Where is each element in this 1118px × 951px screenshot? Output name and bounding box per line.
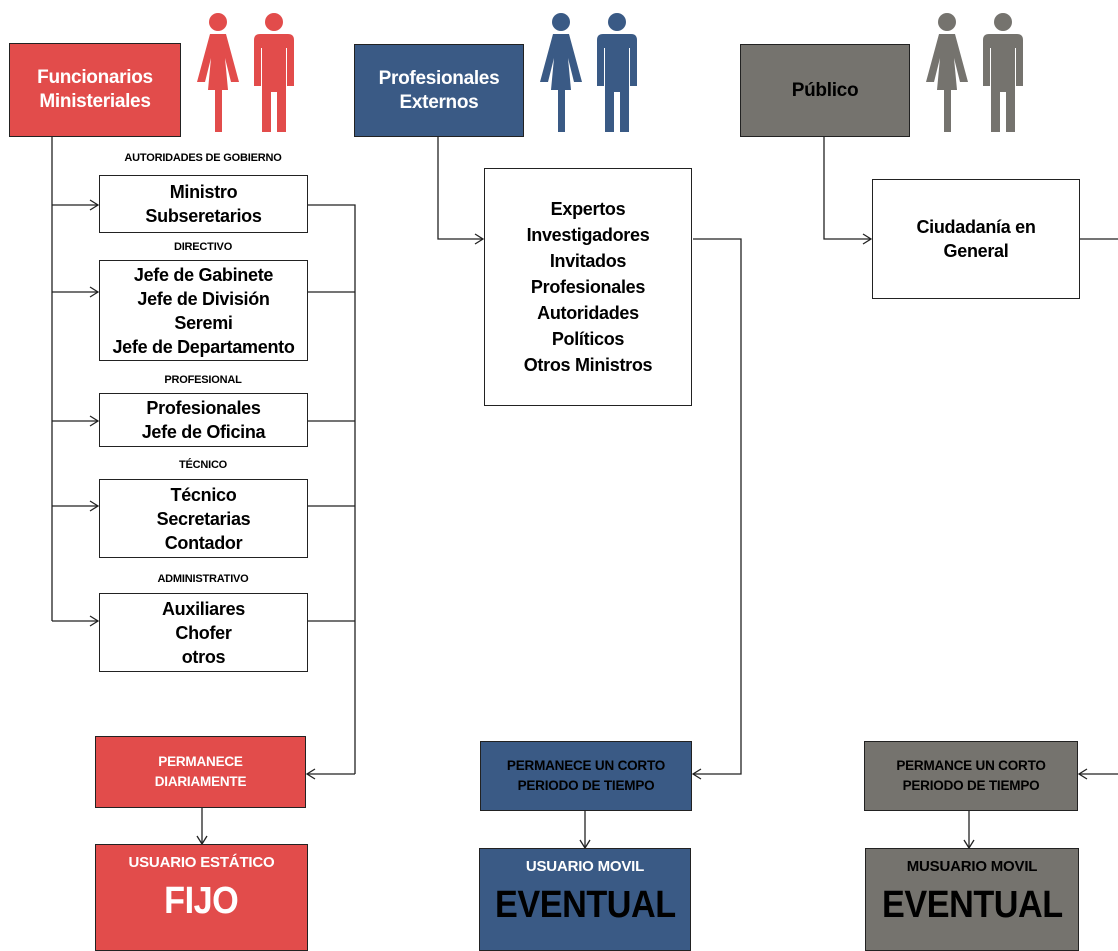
header-profesionales-externos: Profesionales Externos: [354, 44, 524, 137]
user-type-label: MUSUARIO MOVIL: [906, 858, 1038, 875]
header-line-2: Externos: [399, 91, 479, 113]
people-icon-blue: [540, 13, 637, 132]
role-item: Jefe de División: [137, 288, 270, 309]
header-funcionarios-ministeriales: Funcionarios Ministeriales: [9, 43, 181, 137]
role-box-publico: Ciudadanía en General: [872, 179, 1080, 299]
role-item: General: [943, 241, 1009, 261]
role-item: Jefe de Departamento: [112, 336, 295, 357]
user-box-funcionarios: USUARIO ESTÁTICO FIJO: [95, 844, 308, 951]
role-item: Ciudadanía en: [916, 217, 1036, 237]
role-box-externos: Expertos Investigadores Invitados Profes…: [484, 168, 692, 406]
role-item: Políticos: [551, 329, 625, 349]
role-item: Profesionales: [146, 398, 261, 418]
category-label-autoridades: AUTORIDADES DE GOBIERNO: [124, 152, 282, 164]
role-item: Autoridades: [537, 303, 639, 323]
role-item: Expertos: [550, 199, 626, 219]
header-line-1: Funcionarios: [37, 67, 153, 88]
role-box-profesional: Profesionales Jefe de Oficina: [99, 393, 308, 447]
user-class-label: EVENTUAL: [881, 884, 1063, 926]
header-publico: Público: [740, 44, 910, 137]
stay-box-publico: PERMANCE UN CORTO PERIODO DE TIEMPO: [864, 741, 1078, 811]
stay-box-externos: PERMANECE UN CORTO PERIODO DE TIEMPO: [480, 741, 692, 811]
stay-box-funcionarios: PERMANECE DIARIAMENTE: [95, 736, 306, 808]
category-label-profesional: PROFESIONAL: [164, 374, 242, 386]
stay-line-1: PERMANECE: [158, 754, 243, 769]
category-label-administrativo: ADMINISTRATIVO: [157, 573, 249, 585]
role-item: Jefe de Oficina: [141, 422, 266, 442]
role-item: Jefe de Gabinete: [133, 264, 274, 285]
role-item: Técnico: [170, 484, 237, 505]
role-item: Auxiliares: [161, 598, 246, 619]
role-box-autoridades: Ministro Subseretarios: [99, 175, 308, 233]
user-type-label: USUARIO MOVIL: [525, 858, 645, 875]
role-box-tecnico: Técnico Secretarias Contador: [99, 479, 308, 558]
role-item: Otros Ministros: [523, 355, 653, 375]
role-item: Subseretarios: [145, 206, 262, 226]
stay-line-2: DIARIAMENTE: [154, 774, 247, 789]
header-line-1: Público: [791, 79, 859, 101]
role-item: Investigadores: [526, 225, 650, 245]
stay-line-1: PERMANECE UN CORTO: [506, 758, 666, 773]
stay-line-2: PERIODO DE TIEMPO: [902, 778, 1040, 793]
people-icon-gray: [926, 13, 1023, 132]
user-box-publico: MUSUARIO MOVIL EVENTUAL: [865, 848, 1079, 951]
role-item: Profesionales: [530, 277, 646, 297]
role-item: Contador: [164, 532, 243, 553]
user-class-label: FIJO: [164, 880, 239, 922]
role-item: Secretarias: [156, 508, 251, 529]
role-item: Seremi: [174, 312, 233, 333]
category-label-directivo: DIRECTIVO: [173, 241, 233, 253]
role-item: Invitados: [549, 251, 627, 271]
role-item: Chofer: [175, 622, 232, 643]
category-label-tecnico: TÉCNICO: [178, 459, 228, 471]
header-line-2: Ministeriales: [39, 91, 151, 112]
people-icon-red: [197, 13, 294, 132]
user-class-label: EVENTUAL: [494, 884, 676, 926]
stay-line-1: PERMANCE UN CORTO: [896, 758, 1046, 773]
role-box-administrativo: Auxiliares Chofer otros: [99, 593, 308, 672]
role-item: Ministro: [169, 182, 238, 202]
role-box-directivo: Jefe de Gabinete Jefe de División Seremi…: [99, 260, 308, 361]
header-line-1: Profesionales: [378, 67, 500, 89]
user-type-label: USUARIO ESTÁTICO: [128, 854, 275, 871]
stay-line-2: PERIODO DE TIEMPO: [517, 778, 655, 793]
role-item: otros: [181, 646, 226, 667]
user-box-externos: USUARIO MOVIL EVENTUAL: [479, 848, 691, 951]
